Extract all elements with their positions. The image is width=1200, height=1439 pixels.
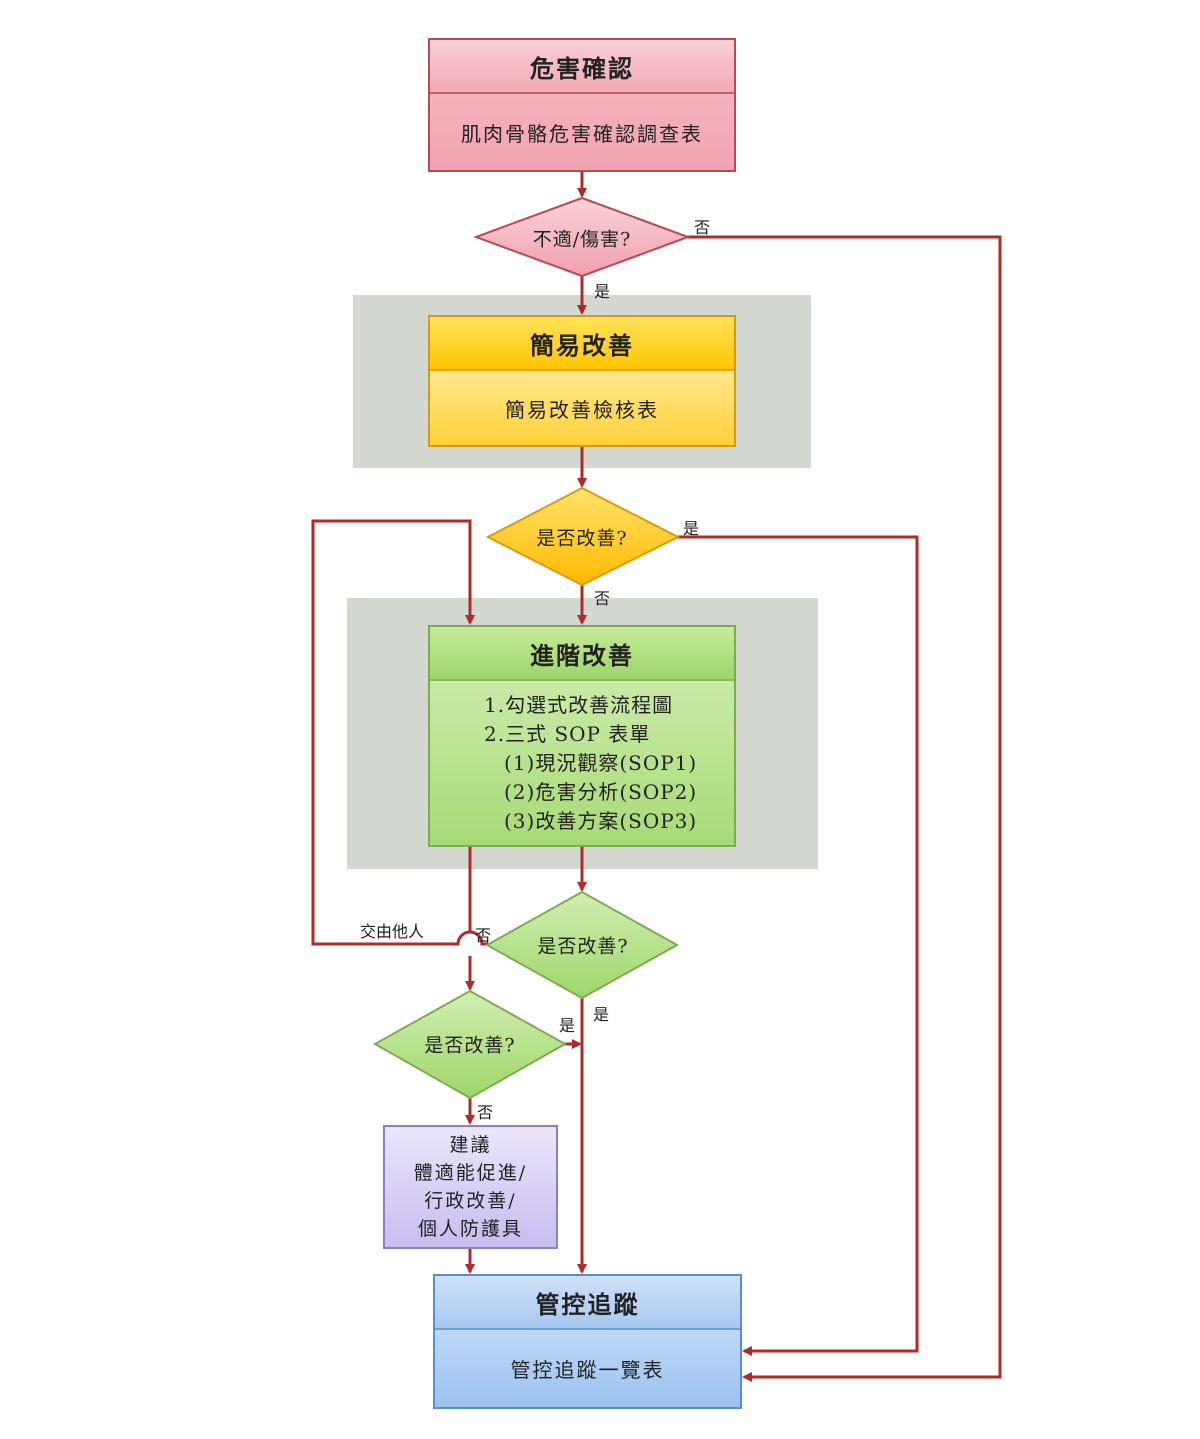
- hazard-title: 危害確認: [430, 40, 734, 94]
- advanced-line: (1)現況觀察(SOP1): [504, 750, 698, 775]
- decision-improved-diamond-1: [485, 486, 681, 587]
- advanced-line: 1.勾選式改善流程圖: [484, 692, 674, 717]
- label-yes-improved-3: 是: [559, 1016, 576, 1035]
- advanced-improvement-box: 進階改善 1.勾選式改善流程圖 2.三式 SOP 表單 (1)現況觀察(SOP1…: [428, 625, 736, 847]
- label-yes-improved-1: 是: [683, 519, 700, 538]
- simple-title: 簡易改善: [430, 317, 734, 371]
- advanced-title: 進階改善: [430, 627, 734, 681]
- advanced-line: 2.三式 SOP 表單: [484, 721, 651, 746]
- decision-discomfort-text: 不適/傷害?: [532, 228, 632, 251]
- hazard-confirmation-box: 危害確認 肌肉骨骼危害確認調查表: [428, 38, 736, 172]
- arrow-improved-to-control: [676, 535, 919, 1356]
- label-yes-discomfort: 是: [594, 282, 611, 301]
- label-handover: 交由他人: [360, 922, 425, 941]
- decision-improved-text-1: 是否改善?: [536, 527, 628, 550]
- suggestion-box: 建議 體適能促進/ 行政改善/ 個人防護具: [383, 1125, 558, 1249]
- suggestion-body: 建議 體適能促進/ 行政改善/ 個人防護具: [385, 1127, 556, 1247]
- suggestion-line: 行政改善/: [424, 1190, 517, 1212]
- control-title: 管控追蹤: [435, 1276, 740, 1330]
- control-body: 管控追蹤一覽表: [510, 1358, 665, 1382]
- arrow-no-discomfort-to-control: [686, 235, 1002, 1382]
- decision-improved-diamond-3: [372, 989, 568, 1100]
- advanced-line: (3)改善方案(SOP3): [504, 808, 698, 833]
- suggestion-line: 個人防護具: [417, 1218, 523, 1240]
- simple-improvement-box: 簡易改善 簡易改善檢核表: [428, 315, 736, 447]
- label-no-improved-3: 否: [477, 1103, 494, 1122]
- advanced-line: (2)危害分析(SOP2): [504, 779, 698, 804]
- simple-body: 簡易改善檢核表: [505, 397, 659, 422]
- advanced-body: 1.勾選式改善流程圖 2.三式 SOP 表單 (1)現況觀察(SOP1) (2)…: [430, 681, 734, 845]
- decision-discomfort-diamond: [473, 196, 691, 278]
- decision-improved-text-2: 是否改善?: [537, 935, 629, 958]
- label-no-improved-1: 否: [594, 589, 611, 608]
- connectors: [311, 172, 1002, 1382]
- label-no-discomfort: 否: [694, 218, 711, 237]
- decision-improved-diamond-2: [484, 890, 680, 1000]
- suggestion-line: 體適能促進/: [413, 1162, 528, 1184]
- label-yes-improved-2: 是: [593, 1005, 610, 1024]
- decision-improved-text-3: 是否改善?: [424, 1034, 516, 1057]
- hazard-body: 肌肉骨骼危害確認調查表: [461, 121, 703, 146]
- arrow-handover-loop: [311, 519, 488, 946]
- control-tracking-box: 管控追蹤 管控追蹤一覽表: [433, 1274, 742, 1409]
- label-no-improved-2: 否: [475, 926, 492, 945]
- suggestion-line: 建議: [449, 1134, 492, 1156]
